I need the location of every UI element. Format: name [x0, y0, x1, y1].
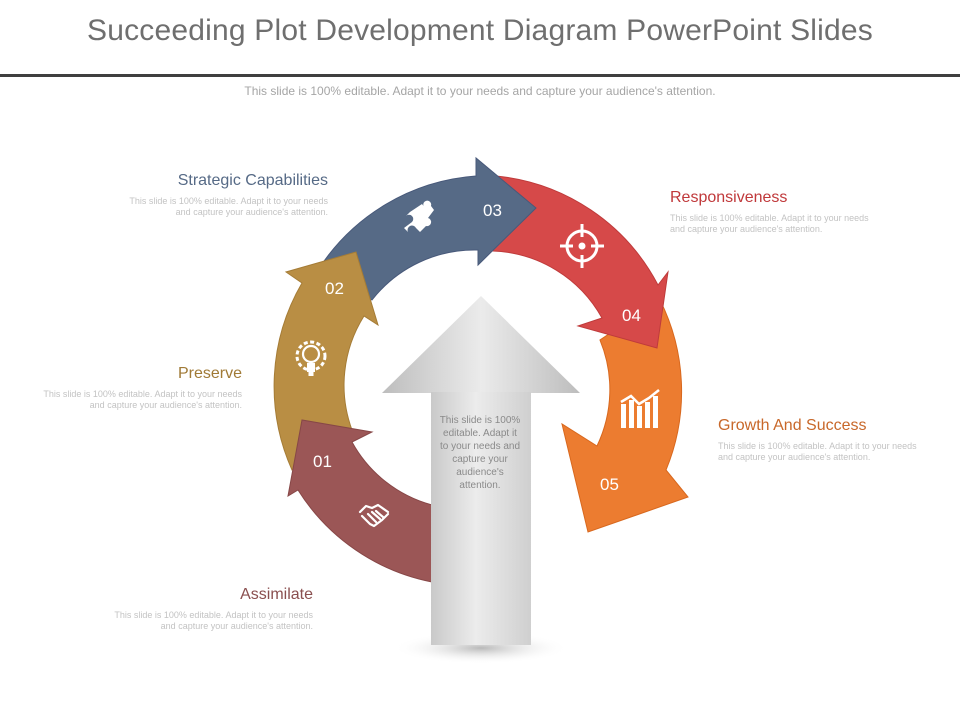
- step-03-number: 03: [483, 201, 502, 220]
- step-01-label: Assimilate This slide is 100% editable. …: [98, 584, 313, 632]
- step-04-label: Responsiveness This slide is 100% editab…: [670, 187, 880, 235]
- step-01-arrow: [287, 419, 433, 583]
- slide-subtitle: This slide is 100% editable. Adapt it to…: [244, 84, 716, 98]
- step-02-label: Preserve This slide is 100% editable. Ad…: [27, 363, 242, 411]
- step-01-title: Assimilate: [240, 586, 313, 603]
- handshake-icon: [358, 503, 390, 528]
- step-02-arrow: [273, 251, 379, 471]
- slide-title: Succeeding Plot Development Diagram Powe…: [86, 14, 873, 47]
- step-04-description: This slide is 100% editable. Adapt it to…: [670, 213, 869, 234]
- step-01-description: This slide is 100% editable. Adapt it to…: [114, 610, 313, 631]
- step-01-number: 01: [313, 452, 332, 471]
- step-05-label: Growth And Success This slide is 100% ed…: [718, 415, 928, 463]
- step-02-description: This slide is 100% editable. Adapt it to…: [43, 389, 242, 410]
- growth-chart-icon: [620, 389, 660, 428]
- step-03-label: Strategic Capabilities This slide is 100…: [113, 170, 328, 218]
- title-divider: [0, 74, 960, 77]
- step-05-title: Growth And Success: [718, 417, 867, 434]
- step-03-arrow: [317, 156, 537, 301]
- step-02-title: Preserve: [177, 365, 242, 382]
- puzzle-piece-icon: [404, 200, 434, 232]
- step-02-number: 02: [325, 279, 344, 298]
- center-growth-arrow: [382, 296, 580, 664]
- step-05-description: This slide is 100% editable. Adapt it to…: [718, 441, 917, 462]
- target-crosshair-icon: [560, 224, 604, 268]
- center-arrow-text: This slide is 100% editable. Adapt it to…: [439, 415, 521, 491]
- step-05-number: 05: [600, 475, 619, 494]
- step-04-number: 04: [622, 306, 641, 325]
- step-04-title: Responsiveness: [670, 189, 788, 206]
- lightbulb-gear-icon: [295, 340, 327, 376]
- step-03-title: Strategic Capabilities: [177, 172, 328, 189]
- step-03-description: This slide is 100% editable. Adapt it to…: [129, 196, 328, 217]
